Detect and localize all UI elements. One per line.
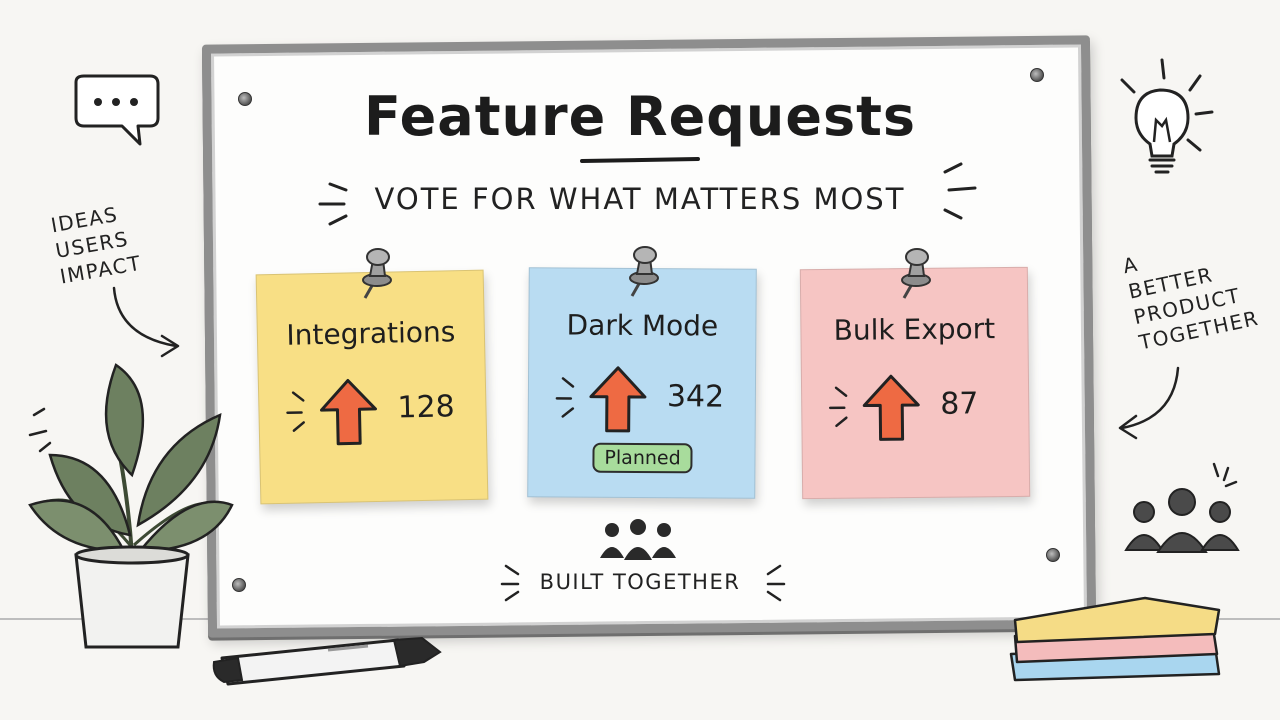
emphasis-dashes-icon [943,162,977,220]
pushpin-icon [629,246,659,297]
upvote-arrow-icon[interactable] [860,373,923,444]
upvote-arrow-icon[interactable] [317,377,380,448]
emphasis-dashes-icon [829,386,848,428]
emphasis-dashes-icon [766,564,786,602]
vote-count: 342 [666,379,725,415]
emphasis-dashes-icon [286,391,305,432]
lightbulb-icon [1120,58,1214,174]
plant-icon [28,363,234,649]
feature-title: Bulk Export [833,312,996,347]
feature-card-integrations[interactable]: Integrations 128 [255,269,489,505]
board-footer: BUILT TOGETHER [539,570,741,594]
board-screw [232,578,246,592]
curved-arrow-icon [1118,366,1180,440]
emphasis-dashes-icon [500,564,520,602]
feature-card-dark-mode[interactable]: Dark Mode 342 Planned [527,267,757,499]
people-group-icon [1124,462,1240,553]
vote-count: 128 [397,389,456,426]
pushpin-icon [362,248,392,299]
people-group-icon [600,519,676,560]
emphasis-dashes-icon [318,182,348,226]
page-subtitle: VOTE FOR WHAT MATTERS MOST [374,182,906,216]
vote-count: 87 [940,386,979,422]
page-title: Feature Requests [363,85,917,148]
vote-row: 128 [285,375,466,449]
upvote-arrow-icon[interactable] [587,365,649,435]
speech-bubble-icon [74,74,160,146]
side-note-right: A BETTER PRODUCT TOGETHER [1121,228,1262,355]
sticky-note-stack-icon [1009,596,1221,682]
board-screw [238,92,252,106]
board-screw [1030,68,1044,82]
vote-row: 87 [828,372,1009,444]
vote-row: 342 [555,364,735,435]
emphasis-dashes-icon [555,377,575,418]
feature-card-bulk-export[interactable]: Bulk Export 87 [799,266,1031,500]
curved-arrow-icon [112,286,180,358]
marker-icon [212,636,442,686]
feature-title: Integrations [286,315,456,352]
board-screw [1046,548,1060,562]
feature-title: Dark Mode [566,308,719,343]
pushpin-icon [901,248,931,299]
status-badge: Planned [592,442,693,474]
side-note-left: IDEAS USERS IMPACT [49,198,144,289]
